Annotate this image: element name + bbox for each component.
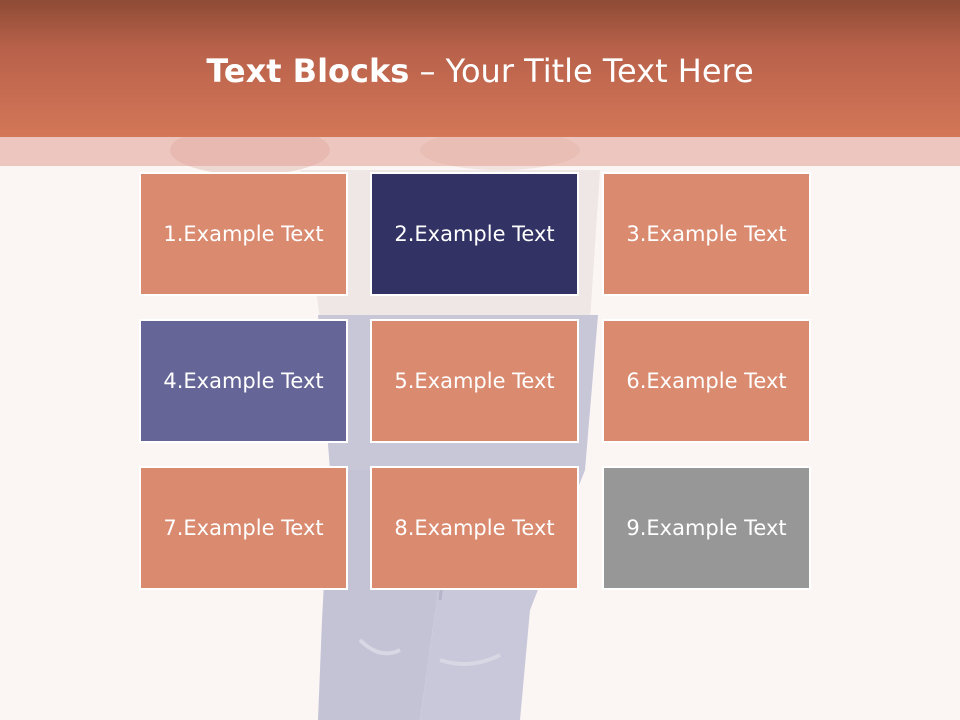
text-block-9: 9.Example Text (602, 466, 811, 590)
text-block-label: 2.Example Text (394, 222, 555, 246)
text-block-8: 8.Example Text (370, 466, 579, 590)
text-block-label: 3.Example Text (626, 222, 787, 246)
slide-title: Text Blocks – Your Title Text Here (0, 52, 960, 90)
text-block-label: 6.Example Text (626, 369, 787, 393)
title-bold: Text Blocks (206, 52, 410, 90)
title-dash: – (419, 52, 436, 90)
header-bar (0, 0, 960, 137)
header-band (0, 137, 960, 166)
text-block-4: 4.Example Text (139, 319, 348, 443)
text-block-label: 5.Example Text (394, 369, 555, 393)
text-block-label: 9.Example Text (626, 516, 787, 540)
text-block-3: 3.Example Text (602, 172, 811, 296)
text-block-5: 5.Example Text (370, 319, 579, 443)
text-block-label: 1.Example Text (163, 222, 324, 246)
text-block-6: 6.Example Text (602, 319, 811, 443)
title-rest: Your Title Text Here (445, 52, 754, 90)
text-block-label: 4.Example Text (163, 369, 324, 393)
text-block-1: 1.Example Text (139, 172, 348, 296)
text-block-label: 7.Example Text (163, 516, 324, 540)
text-block-2: 2.Example Text (370, 172, 579, 296)
text-block-7: 7.Example Text (139, 466, 348, 590)
text-block-label: 8.Example Text (394, 516, 555, 540)
